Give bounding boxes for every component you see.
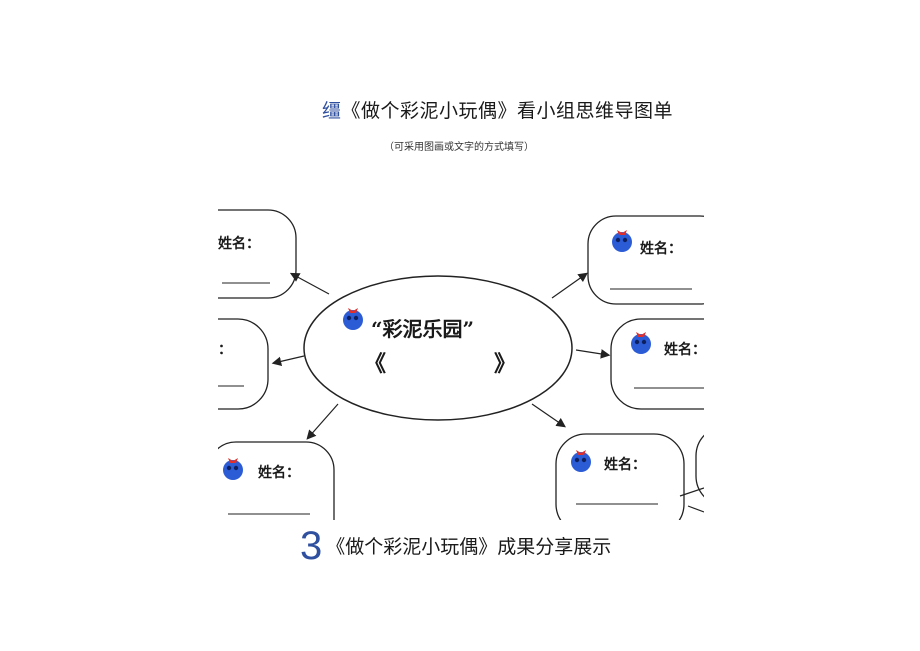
section-heading: 3《做个彩泥小玩偶》成果分享展示 [300,524,611,569]
name-label-top-left: 姓名： [218,236,260,252]
section-number: 3 [300,524,323,568]
name-label-mid-right: 姓名： [664,342,704,358]
mind-map: “彩泥乐园” 《 》 姓名： ： 姓名： 姓名： 姓名： 姓名： [218,206,704,520]
worksheet-subtitle: （可采用图画或文字的方式填写） [384,142,534,153]
name-label-bottom-right: 姓名： [604,457,646,473]
title-text: 《做个彩泥小玩偶》看小组思维导图单 [341,100,674,122]
worksheet-title: 缰《做个彩泥小玩偶》看小组思维导图单 [322,96,673,123]
book-title-close-bracket: 》 [494,352,517,377]
section-title: 《做个彩泥小玩偶》成果分享展示 [326,536,612,558]
mind-map-lines [218,209,704,520]
clay-mascot-icon [223,458,243,480]
book-title-open-bracket: 《 [364,352,387,377]
name-label-mid-left: ： [218,342,232,358]
center-topic-title: “彩泥乐园” [371,317,475,341]
name-label-top-right: 姓名： [640,241,682,257]
clay-mascot-icon [631,332,651,354]
title-prefix-glyph: 缰 [322,100,342,122]
clay-mascot-icon [571,450,591,472]
clay-mascot-icon [343,308,363,330]
name-label-bottom-left: 姓名： [258,465,300,481]
clay-mascot-icon [612,230,632,252]
